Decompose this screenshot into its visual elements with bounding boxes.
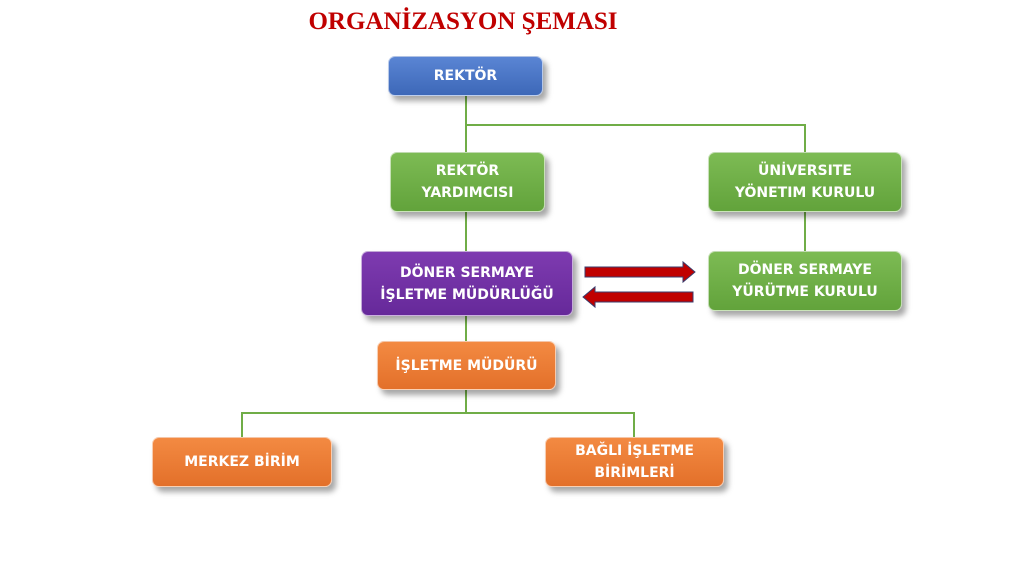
node-isletme-muduru: İŞLETME MÜDÜRÜ xyxy=(377,341,556,390)
connector xyxy=(465,316,467,341)
node-label: REKTÖR YARDIMCISI xyxy=(421,163,514,201)
node-doner-sermaye-isletme: DÖNER SERMAYE İŞLETME MÜDÜRLÜĞÜ xyxy=(361,251,573,316)
connector xyxy=(804,212,806,251)
connector xyxy=(241,412,243,437)
node-doner-sermaye-yurutme: DÖNER SERMAYE YÜRÜTME KURULU xyxy=(708,251,902,311)
node-rektor: REKTÖR xyxy=(388,56,543,96)
node-label: ÜNİVERSITE YÖNETIM KURULU xyxy=(734,163,876,201)
connector xyxy=(241,412,635,414)
connector xyxy=(633,412,635,437)
connector xyxy=(465,124,806,126)
connector xyxy=(465,390,467,413)
node-merkez-birim: MERKEZ BİRİM xyxy=(152,437,332,487)
node-rektor-yardimcisi: REKTÖR YARDIMCISI xyxy=(390,152,545,212)
node-label: İŞLETME MÜDÜRÜ xyxy=(395,357,538,374)
node-label: BAĞLI İŞLETME BİRİMLERİ xyxy=(575,443,694,481)
node-universite-yonetim-kurulu: ÜNİVERSITE YÖNETIM KURULU xyxy=(708,152,902,212)
node-label: DÖNER SERMAYE YÜRÜTME KURULU xyxy=(732,262,878,300)
right-arrow-icon xyxy=(584,260,696,284)
left-arrow-icon xyxy=(582,285,694,309)
node-label: MERKEZ BİRİM xyxy=(184,454,300,470)
connector xyxy=(465,212,467,251)
node-label: REKTÖR xyxy=(433,68,498,84)
connector xyxy=(804,124,806,152)
node-label: DÖNER SERMAYE İŞLETME MÜDÜRLÜĞÜ xyxy=(380,264,554,303)
page-title: ORGANİZASYON ŞEMASI xyxy=(308,8,618,35)
node-bagli-isletme: BAĞLI İŞLETME BİRİMLERİ xyxy=(545,437,724,487)
